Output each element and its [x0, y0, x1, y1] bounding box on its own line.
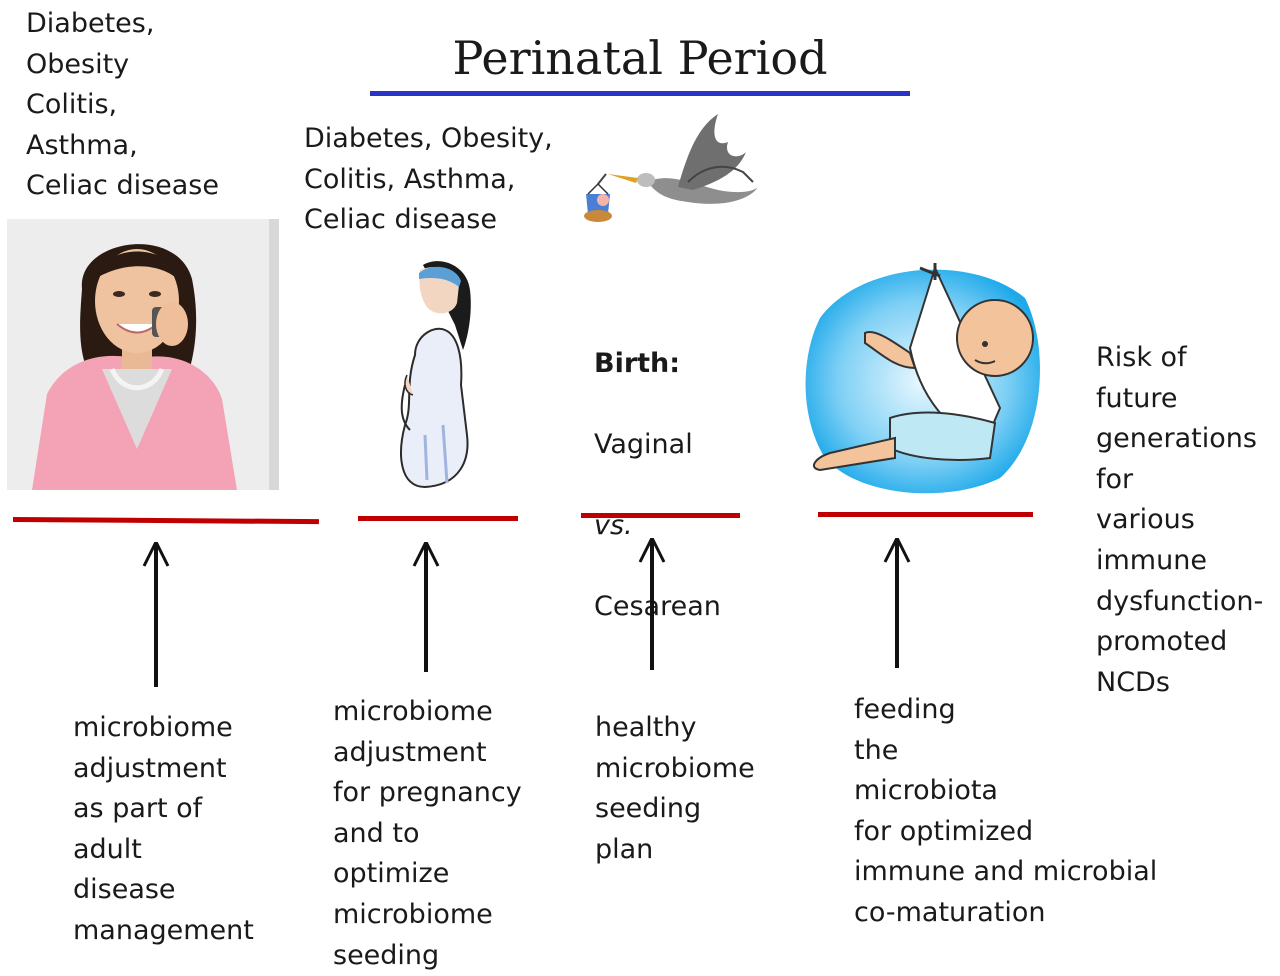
caption-adult: microbiome adjustment as part of adult d… [73, 708, 254, 952]
woman-on-phone-photo [7, 219, 279, 490]
arrow-up-pregnancy [406, 542, 446, 672]
pregnant-woman-illustration [385, 255, 480, 490]
birth-heading: Birth: [594, 344, 721, 385]
caption-birth: healthy microbiome seeding plan [595, 708, 755, 870]
timeline-segment-adult [13, 517, 319, 524]
slide-title: Perinatal Period [370, 30, 910, 86]
caption-infant: feeding the microbiota for optimized imm… [854, 690, 1157, 934]
arrow-up-birth [632, 538, 672, 670]
stork-illustration [578, 112, 760, 224]
caption-pregnancy: microbiome adjustment for pregnancy and … [333, 692, 522, 976]
timeline-segment-pregnancy [358, 516, 518, 521]
timeline-segment-infant [818, 512, 1033, 517]
birth-option-vaginal: Vaginal [594, 425, 721, 466]
future-generations-note: Risk of future generations for various i… [1096, 338, 1263, 703]
arrow-up-adult [136, 542, 176, 687]
timeline-segment-birth [581, 513, 740, 518]
arrow-up-infant [877, 538, 917, 668]
baby-in-sling-illustration [800, 258, 1040, 498]
pregnancy-disease-list: Diabetes, Obesity, Colitis, Asthma, Celi… [304, 119, 553, 241]
adult-disease-list: Diabetes, Obesity Colitis, Asthma, Celia… [26, 4, 219, 207]
title-underline [370, 91, 910, 96]
